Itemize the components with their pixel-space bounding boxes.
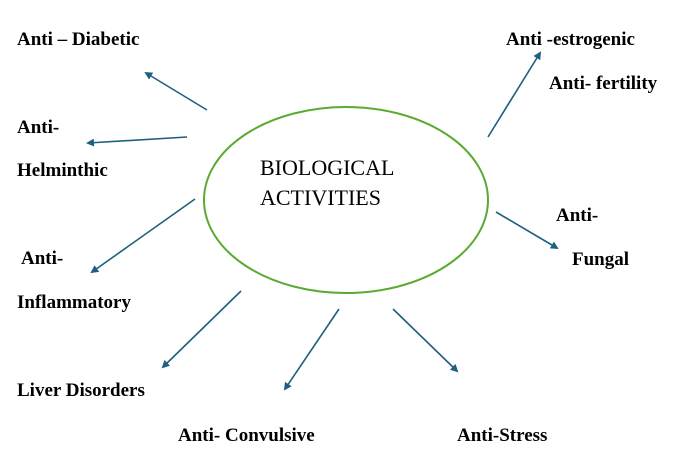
label-anti-estrogenic: Anti -estrogenic	[506, 29, 635, 50]
center-title-line1: BIOLOGICAL	[260, 155, 395, 180]
arrow-anti-diabetic	[144, 71, 208, 111]
arrow-anti-fungal	[495, 211, 559, 250]
arrow-liver-disorders	[161, 290, 242, 369]
label-anti-inflammatory-1: Anti-	[21, 248, 64, 269]
label-anti-inflammatory-2: Inflammatory	[17, 292, 131, 313]
center-title: BIOLOGICAL ACTIVITIES	[260, 153, 394, 213]
arrow-anti-inflammatory	[90, 198, 196, 274]
label-anti-fungal-2: Fungal	[572, 249, 630, 270]
center-title-line2: ACTIVITIES	[260, 185, 381, 210]
label-anti-helminthic-1: Anti-	[17, 117, 60, 138]
arrow-anti-convulsive	[283, 308, 340, 391]
label-liver-disorders: Liver Disorders	[17, 380, 145, 401]
arrow-anti-helminthic	[86, 136, 188, 147]
arrow-anti-stress	[392, 308, 459, 373]
center-ellipse	[203, 106, 489, 294]
label-anti-helminthic-2: Helminthic	[17, 160, 108, 181]
label-anti-diabetic: Anti – Diabetic	[17, 29, 140, 50]
label-anti-stress: Anti-Stress	[457, 425, 548, 446]
label-anti-convulsive: Anti- Convulsive	[178, 425, 315, 446]
label-anti-fertility: Anti- fertility	[549, 73, 658, 94]
arrow-anti-estrogenic	[487, 51, 542, 138]
label-anti-fungal-1: Anti-	[556, 205, 599, 226]
